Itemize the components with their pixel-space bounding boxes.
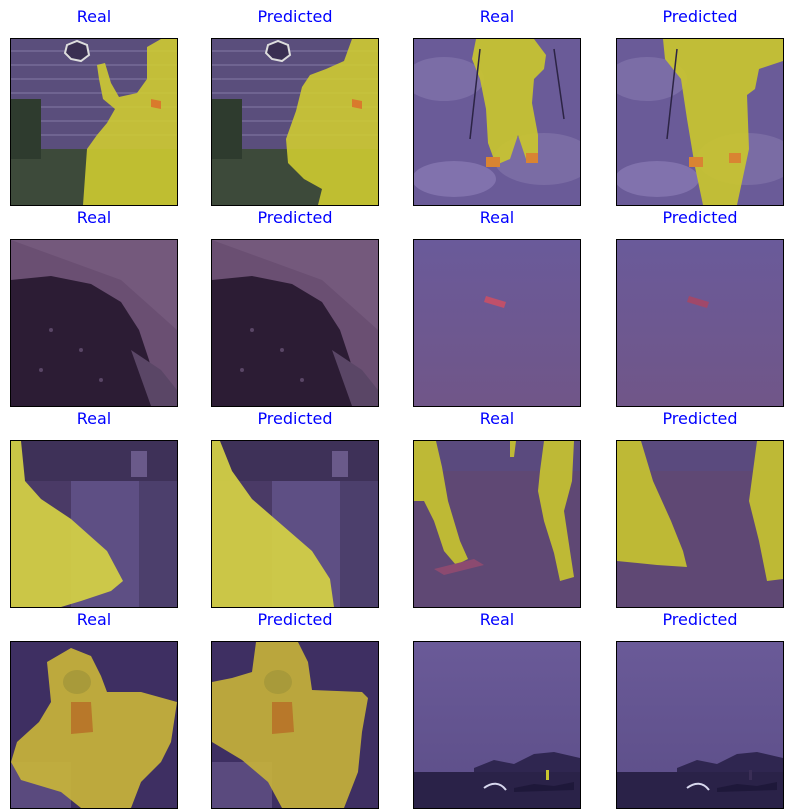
segmentation-image <box>413 239 581 407</box>
segmentation-image <box>10 239 178 407</box>
segmentation-image <box>10 641 178 809</box>
panel-title: Predicted <box>257 7 333 26</box>
panel-title: Real <box>76 610 112 629</box>
segmentation-image <box>616 440 784 608</box>
panel-title: Real <box>479 610 515 629</box>
segmentation-image <box>10 38 178 206</box>
segmentation-image <box>616 641 784 809</box>
skier-in-snow-real-mask-image <box>414 39 580 205</box>
panel-r4c1: Real <box>10 609 178 809</box>
panel-r2c3: Real <box>413 207 581 407</box>
panel-r3c4: Predicted <box>616 408 784 608</box>
panel-r3c3: Real <box>413 408 581 608</box>
panel-title: Real <box>76 208 112 227</box>
sea-and-hills-predicted-mask-image <box>617 642 783 808</box>
person-in-hood-real-mask-image <box>11 642 177 808</box>
panel-r1c3: Real <box>413 6 581 206</box>
panel-title: Real <box>479 208 515 227</box>
person-in-hood-predicted-mask-image <box>212 642 378 808</box>
panel-r1c2: Predicted <box>211 6 379 206</box>
kite-in-sky-real-mask-image <box>414 240 580 406</box>
panel-title: Real <box>479 7 515 26</box>
segmentation-image <box>616 239 784 407</box>
panel-title: Predicted <box>257 409 333 428</box>
segmentation-image <box>211 440 379 608</box>
panel-title: Predicted <box>662 208 738 227</box>
panel-r2c4: Predicted <box>616 207 784 407</box>
segmentation-image <box>211 38 379 206</box>
kite-in-sky-predicted-mask-image <box>617 240 783 406</box>
segmentation-image <box>413 38 581 206</box>
panel-r4c2: Predicted <box>211 609 379 809</box>
dark-round-object-real-mask-image <box>11 240 177 406</box>
sea-and-hills-real-mask-image <box>414 642 580 808</box>
panel-title: Predicted <box>257 610 333 629</box>
kitchen-arm-predicted-mask-image <box>212 441 378 607</box>
panel-title: Real <box>479 409 515 428</box>
panel-r4c4: Predicted <box>616 609 784 809</box>
man-in-suit-predicted-mask-image <box>212 39 378 205</box>
panel-r2c1: Real <box>10 207 178 407</box>
panel-title: Predicted <box>662 610 738 629</box>
panel-title: Predicted <box>662 7 738 26</box>
kitchen-arm-real-mask-image <box>11 441 177 607</box>
panel-r3c2: Predicted <box>211 408 379 608</box>
people-legs-walking-real-mask-image <box>414 441 580 607</box>
segmentation-image <box>616 38 784 206</box>
segmentation-image <box>10 440 178 608</box>
segmentation-image <box>211 239 379 407</box>
segmentation-image <box>211 641 379 809</box>
panel-r3c1: Real <box>10 408 178 608</box>
dark-round-object-predicted-mask-image <box>212 240 378 406</box>
panel-title: Predicted <box>662 409 738 428</box>
panel-r4c3: Real <box>413 609 581 809</box>
panel-title: Real <box>76 409 112 428</box>
skier-in-snow-predicted-mask-image <box>617 39 783 205</box>
segmentation-image <box>413 641 581 809</box>
segmentation-image <box>413 440 581 608</box>
panel-r1c1: Real <box>10 6 178 206</box>
panel-r2c2: Predicted <box>211 207 379 407</box>
panel-title: Predicted <box>257 208 333 227</box>
man-in-suit-real-mask-image <box>11 39 177 205</box>
panel-title: Real <box>76 7 112 26</box>
panel-r1c4: Predicted <box>616 6 784 206</box>
people-legs-walking-predicted-mask-image <box>617 441 783 607</box>
